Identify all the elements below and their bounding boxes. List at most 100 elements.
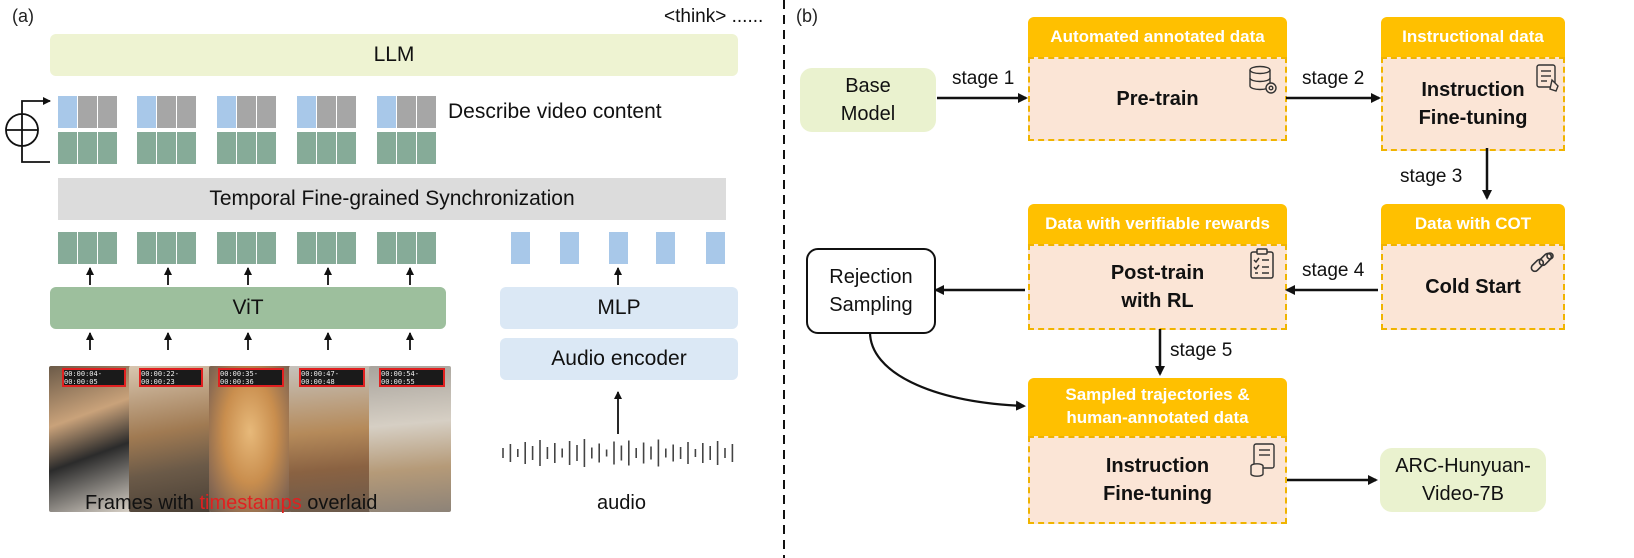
stage-1-label: stage 1 xyxy=(952,68,1015,89)
visual-token xyxy=(78,232,97,264)
audio-token xyxy=(560,232,579,264)
llm-token-green xyxy=(98,132,117,164)
video-frame-2 xyxy=(129,366,211,512)
visual-token xyxy=(177,232,196,264)
llm-token-gray xyxy=(157,96,176,128)
sum-arrow-top xyxy=(21,97,51,114)
timestamp-box-5: 00:00:54-00:00:55 xyxy=(379,368,445,387)
frames-caption: Frames with timestamps overlaid xyxy=(85,492,377,515)
visual-token xyxy=(98,232,117,264)
llm-token-gray xyxy=(237,96,256,128)
llm-token-blue xyxy=(377,96,396,128)
cot-data-header: Data with COT xyxy=(1381,204,1565,244)
link-gear-icon xyxy=(1530,252,1554,273)
llm-token-gray xyxy=(317,96,336,128)
llm-token-green xyxy=(297,132,316,164)
verifiable-data-header: Data with verifiable rewards xyxy=(1028,204,1287,244)
visual-token xyxy=(417,232,436,264)
llm-token-green xyxy=(377,132,396,164)
visual-token xyxy=(397,232,416,264)
mlp-label: MLP xyxy=(597,296,641,319)
visual-token xyxy=(58,232,77,264)
post-train-box: Post-train with RL xyxy=(1028,244,1287,330)
visual-token xyxy=(297,232,316,264)
sync-label: Temporal Fine-grained Synchronization xyxy=(209,187,575,210)
visual-token xyxy=(377,232,396,264)
llm-token-gray xyxy=(78,96,97,128)
describe-video-text: Describe video content xyxy=(448,100,662,123)
timestamp-box-1: 00:00:04-00:00:05 xyxy=(62,368,126,387)
video-frame-3 xyxy=(209,366,291,512)
instruction-ft-1-box: Instruction Fine-tuning xyxy=(1381,57,1565,151)
llm-token-gray xyxy=(257,96,276,128)
instruction-ft-2-label: Instruction Fine-tuning xyxy=(1103,455,1212,505)
frames-caption-before: Frames with xyxy=(85,492,200,514)
circle-plus-icon xyxy=(5,113,39,147)
audio-caption: audio xyxy=(597,492,646,514)
vit-label: ViT xyxy=(232,296,264,319)
llm-token-green xyxy=(78,132,97,164)
instructional-data-header: Instructional data xyxy=(1381,17,1565,57)
llm-token-gray xyxy=(417,96,436,128)
llm-token-blue xyxy=(137,96,156,128)
sync-block: Temporal Fine-grained Synchronization xyxy=(58,178,726,220)
timestamp-box-2: 00:00:22-00:00:23 xyxy=(139,368,203,387)
instruction-ft-1-label: Instruction Fine-tuning xyxy=(1418,79,1528,129)
llm-token-green xyxy=(397,132,416,164)
output-model-box: ARC-Hunyuan- Video-7B xyxy=(1380,448,1546,512)
clipboard-check-icon xyxy=(1250,248,1274,279)
cold-start-box: Cold Start xyxy=(1381,244,1565,330)
stage-3-label: stage 3 xyxy=(1400,166,1463,187)
llm-token-green xyxy=(317,132,336,164)
llm-token-green xyxy=(217,132,236,164)
frames-caption-after: overlaid xyxy=(301,492,378,514)
audio-encoder-block: Audio encoder xyxy=(500,338,738,380)
vit-block: ViT xyxy=(50,287,446,329)
document-hand-icon xyxy=(1536,64,1559,92)
rejection-to-sampled-arrow xyxy=(868,331,1026,411)
rejection-sampling-box: Rejection Sampling xyxy=(806,248,936,334)
visual-token xyxy=(337,232,356,264)
llm-token-green xyxy=(58,132,77,164)
visual-token xyxy=(257,232,276,264)
llm-label: LLM xyxy=(373,43,415,66)
frames-caption-highlight: timestamps xyxy=(199,492,302,514)
sampled-data-header: Sampled trajectories & human-annotated d… xyxy=(1028,378,1287,436)
video-frame-4 xyxy=(289,366,371,512)
llm-token-green xyxy=(237,132,256,164)
audio-token xyxy=(656,232,675,264)
llm-token-green xyxy=(417,132,436,164)
panel-a-label: (a) xyxy=(12,6,34,26)
stage-4-label: stage 4 xyxy=(1302,260,1365,281)
llm-token-green xyxy=(137,132,156,164)
visual-token xyxy=(137,232,156,264)
pretrain-box: Pre-train xyxy=(1028,57,1287,141)
post-train-label: Post-train with RL xyxy=(1110,262,1205,312)
list-database-icon xyxy=(1250,443,1275,477)
audio-token xyxy=(609,232,628,264)
video-frame-5 xyxy=(369,366,451,512)
llm-token-gray xyxy=(177,96,196,128)
instruction-ft-2-box: Instruction Fine-tuning xyxy=(1028,436,1287,524)
think-text: <think> ...... xyxy=(664,6,764,27)
visual-token xyxy=(157,232,176,264)
audio-encoder-label: Audio encoder xyxy=(551,347,687,370)
llm-token-green xyxy=(177,132,196,164)
llm-token-green xyxy=(157,132,176,164)
timestamp-box-3: 00:00:35-00:00:36 xyxy=(218,368,284,387)
audio-token xyxy=(706,232,725,264)
llm-block: LLM xyxy=(50,34,738,76)
sum-line-bottom xyxy=(21,146,50,163)
llm-token-blue xyxy=(217,96,236,128)
vit-arrows xyxy=(86,267,414,350)
pretrain-label: Pre-train xyxy=(1116,88,1199,110)
llm-token-gray xyxy=(98,96,117,128)
stage-5-label: stage 5 xyxy=(1170,340,1233,361)
visual-token xyxy=(217,232,236,264)
llm-token-gray xyxy=(397,96,416,128)
llm-token-green xyxy=(257,132,276,164)
llm-token-blue xyxy=(297,96,316,128)
video-frame-1 xyxy=(49,366,131,512)
visual-token xyxy=(237,232,256,264)
